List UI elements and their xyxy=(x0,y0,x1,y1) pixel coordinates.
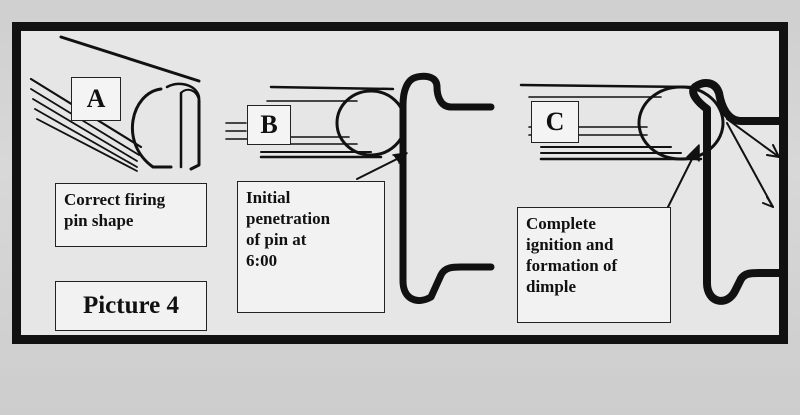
pointer-arrow-b xyxy=(356,152,408,180)
firing-pin-b xyxy=(225,85,407,159)
pointer-arrow-c xyxy=(662,144,700,218)
caption-c: Complete ignition and formation of dimpl… xyxy=(517,207,671,323)
caption-b: Initial penetration of pin at 6:00 xyxy=(237,181,385,313)
caption-a: Correct firing pin shape xyxy=(55,183,207,247)
label-a: A xyxy=(71,77,121,121)
ignition-arrows xyxy=(726,118,779,208)
cartridge-rim-b xyxy=(399,72,495,304)
picture-label: Picture 4 xyxy=(55,281,207,331)
diagram-frame: A B C Correct firing pin shape Initial p… xyxy=(12,22,788,344)
label-c: C xyxy=(531,101,579,143)
firing-pin-c xyxy=(519,83,725,161)
label-b: B xyxy=(247,105,291,145)
diagram-drawing xyxy=(29,35,779,305)
cartridge-rim-c xyxy=(689,79,779,305)
